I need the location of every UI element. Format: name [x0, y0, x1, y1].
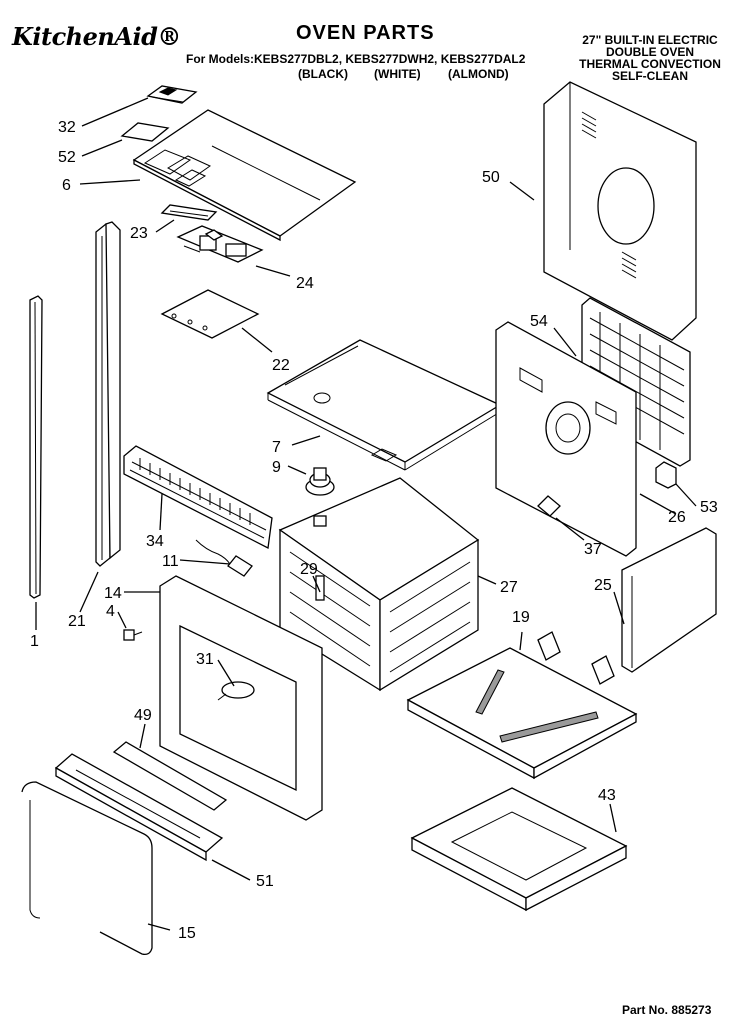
part-25-side-panel	[621, 527, 717, 673]
part-11-sensor	[195, 539, 253, 577]
part-21-side-trim	[95, 221, 121, 567]
part-22-cover-plate	[160, 289, 260, 339]
callout-54: 54	[530, 313, 548, 330]
callout-labels: 32 52 6 23 24 22 7 9 34 11 1 21 14 4 29 …	[30, 119, 718, 942]
brand-logo: KitchenAid®	[12, 22, 181, 51]
part-4-screw	[123, 629, 143, 641]
callout-49: 49	[134, 707, 152, 724]
callout-25: 25	[594, 577, 612, 594]
callout-29: 29	[300, 561, 318, 578]
part-6-top-panel	[132, 109, 357, 242]
callout-9: 9	[272, 459, 281, 476]
part-34-vent-trim	[123, 445, 273, 549]
color-almond: (ALMOND)	[448, 67, 509, 81]
callout-7: 7	[272, 439, 281, 456]
callout-51: 51	[256, 873, 274, 890]
desc-line-4: SELF-CLEAN	[612, 69, 688, 83]
part-14-door-frame	[159, 575, 323, 821]
part-26-convection-panel	[495, 321, 637, 557]
part-49-bracket	[112, 741, 228, 811]
part-23-bracket	[160, 204, 218, 221]
part-51-vent	[54, 753, 224, 862]
desc-line-3: THERMAL CONVECTION	[579, 57, 721, 71]
part-19-oven-rack	[406, 631, 638, 780]
callout-34: 34	[146, 533, 164, 550]
part-37-clip	[537, 495, 561, 517]
part-32-bracket	[146, 85, 198, 104]
callout-53: 53	[700, 499, 718, 516]
callout-19: 19	[512, 609, 530, 626]
callout-37: 37	[584, 541, 602, 558]
callout-4: 4	[106, 603, 115, 620]
callout-27: 27	[500, 579, 518, 596]
callout-50: 50	[482, 169, 500, 186]
page-title: OVEN PARTS	[296, 22, 435, 44]
part-53-bracket	[655, 461, 677, 489]
callout-31: 31	[196, 651, 214, 668]
callout-23: 23	[130, 225, 148, 242]
part-52-plate	[120, 122, 170, 142]
desc-line-2: DOUBLE OVEN	[605, 45, 694, 59]
callout-1: 1	[30, 633, 39, 650]
part-27-oven-cavity	[278, 467, 480, 692]
product-description: 27" BUILT-IN ELECTRIC DOUBLE OVEN THERMA…	[560, 34, 740, 82]
callout-11: 11	[162, 553, 179, 570]
callout-22: 22	[272, 357, 290, 374]
callout-32: 32	[58, 119, 76, 136]
part-1-side-trim	[29, 295, 43, 599]
part-7-oven-top-panel	[266, 339, 502, 471]
desc-line-1: 27" BUILT-IN ELECTRIC	[582, 33, 718, 47]
color-black: (BLACK)	[298, 67, 348, 81]
callout-43: 43	[598, 787, 616, 804]
callout-14: 14	[104, 585, 122, 602]
part-15-gasket	[21, 781, 153, 956]
models-line: For Models:KEBS277DBL2, KEBS277DWH2, KEB…	[186, 52, 526, 66]
callout-6: 6	[62, 177, 71, 194]
callout-26: 26	[668, 509, 686, 526]
callout-52: 52	[58, 149, 76, 166]
callout-21: 21	[68, 613, 86, 630]
callout-15: 15	[178, 925, 196, 942]
part-number: Part No. 885273	[622, 1003, 712, 1017]
callout-24: 24	[296, 275, 314, 292]
color-white: (WHITE)	[374, 67, 421, 81]
part-43-drip-tray	[410, 787, 628, 912]
part-50-back-panel	[543, 81, 697, 341]
part-24-control-assembly	[176, 225, 264, 263]
leader-lines	[35, 97, 697, 931]
